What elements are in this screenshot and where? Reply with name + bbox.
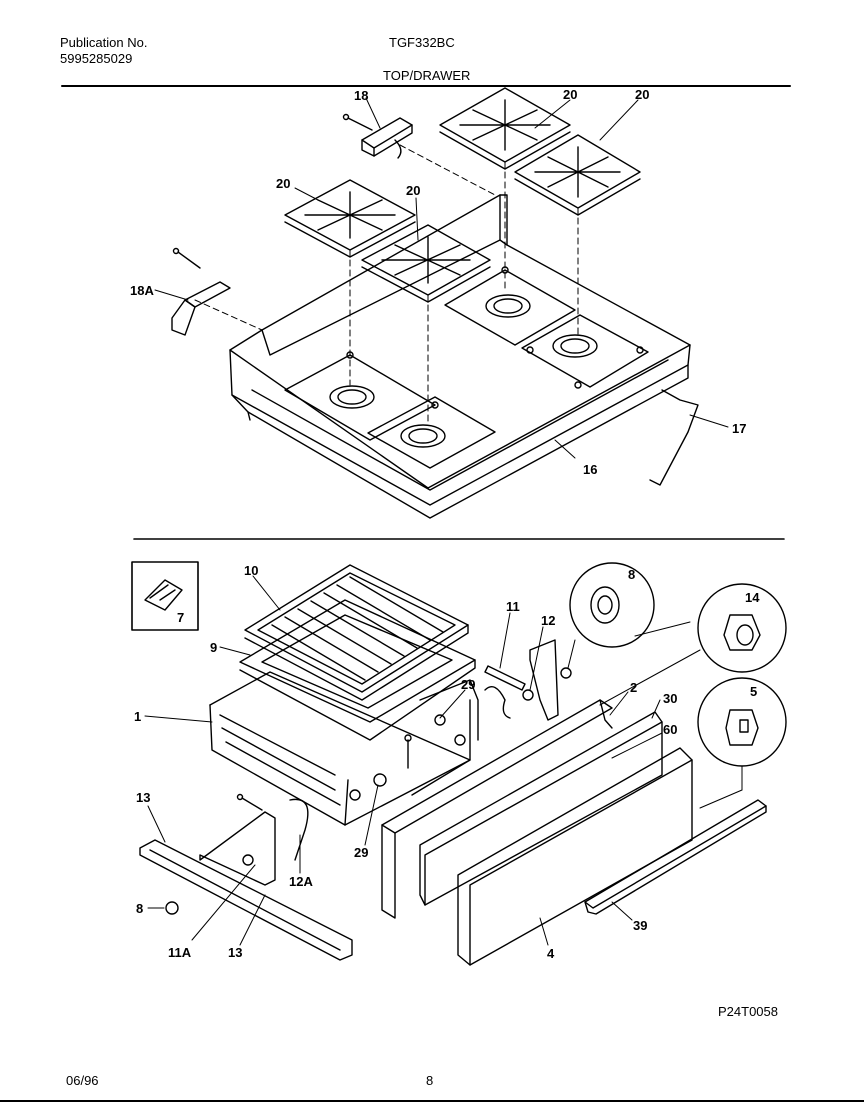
spring-wire-17 — [649, 389, 699, 486]
drawer-panel-30 — [419, 711, 663, 906]
leader-lines — [144, 97, 743, 946]
grate-front-left — [284, 179, 416, 258]
callout-4: 4 — [547, 946, 555, 961]
bracket-18a — [171, 247, 231, 336]
publication-number: 5995285029 — [60, 51, 133, 66]
nut-8 — [165, 901, 179, 915]
nut-8-top — [560, 667, 572, 679]
detail-circle-8 — [569, 562, 655, 648]
callout-12: 12 — [541, 613, 555, 628]
callout-60: 60 — [663, 722, 677, 737]
broiler-grid-10 — [244, 564, 469, 701]
clip-29-top — [434, 714, 446, 726]
drawer-front-4 — [457, 747, 693, 966]
callout-5: 5 — [750, 684, 757, 699]
grate-back-left — [439, 87, 571, 170]
footer-date: 06/96 — [66, 1073, 99, 1088]
clip-29-bottom — [373, 773, 387, 787]
callout-18: 18 — [354, 88, 368, 103]
callout-12a: 12A — [289, 874, 313, 889]
callout-10: 10 — [244, 563, 258, 578]
rail-assembly-13 — [139, 793, 353, 961]
drawer-body-1 — [209, 671, 479, 826]
callout-20-b: 20 — [635, 87, 649, 102]
alignment-lines — [194, 144, 579, 426]
detail-circle-14 — [697, 583, 787, 673]
callout-8-circle: 8 — [628, 567, 635, 582]
handle-39 — [584, 799, 767, 915]
grate-back-right — [514, 134, 641, 216]
callout-2: 2 — [630, 680, 637, 695]
inset-part-7 — [131, 561, 199, 631]
drawing-code: P24T0058 — [718, 1004, 778, 1019]
section-title: TOP/DRAWER — [383, 68, 471, 83]
callout-30: 30 — [663, 691, 677, 706]
callout-1: 1 — [134, 709, 141, 724]
grate-center — [361, 224, 491, 303]
callout-11: 11 — [506, 599, 520, 614]
callout-8-nut: 8 — [136, 901, 143, 916]
callout-20-c: 20 — [276, 176, 290, 191]
callout-9: 9 — [210, 640, 217, 655]
callout-18a: 18A — [130, 283, 154, 298]
callout-14: 14 — [745, 590, 760, 605]
callout-29-top: 29 — [461, 677, 475, 692]
spring-12 — [484, 639, 559, 721]
broiler-pan-9 — [239, 599, 476, 741]
callout-13-bottom: 13 — [228, 945, 242, 960]
model-number: TGF332BC — [389, 35, 455, 50]
detail-circle-5 — [697, 677, 787, 767]
callout-20-a: 20 — [563, 87, 577, 102]
callout-17: 17 — [732, 421, 746, 436]
callout-29-bottom: 29 — [354, 845, 368, 860]
callout-11a: 11A — [168, 945, 192, 960]
callout-16: 16 — [583, 462, 597, 477]
drawer-panel-2 — [381, 699, 613, 919]
bracket-18 — [342, 113, 413, 159]
callout-13-top: 13 — [136, 790, 150, 805]
footer-page: 8 — [426, 1073, 434, 1088]
callout-20-d: 20 — [406, 183, 420, 198]
rod-11 — [484, 665, 526, 691]
callout-7: 7 — [177, 610, 184, 625]
cooktop-assembly — [229, 194, 691, 519]
publication-label: Publication No. — [60, 35, 148, 50]
callout-39: 39 — [633, 918, 647, 933]
